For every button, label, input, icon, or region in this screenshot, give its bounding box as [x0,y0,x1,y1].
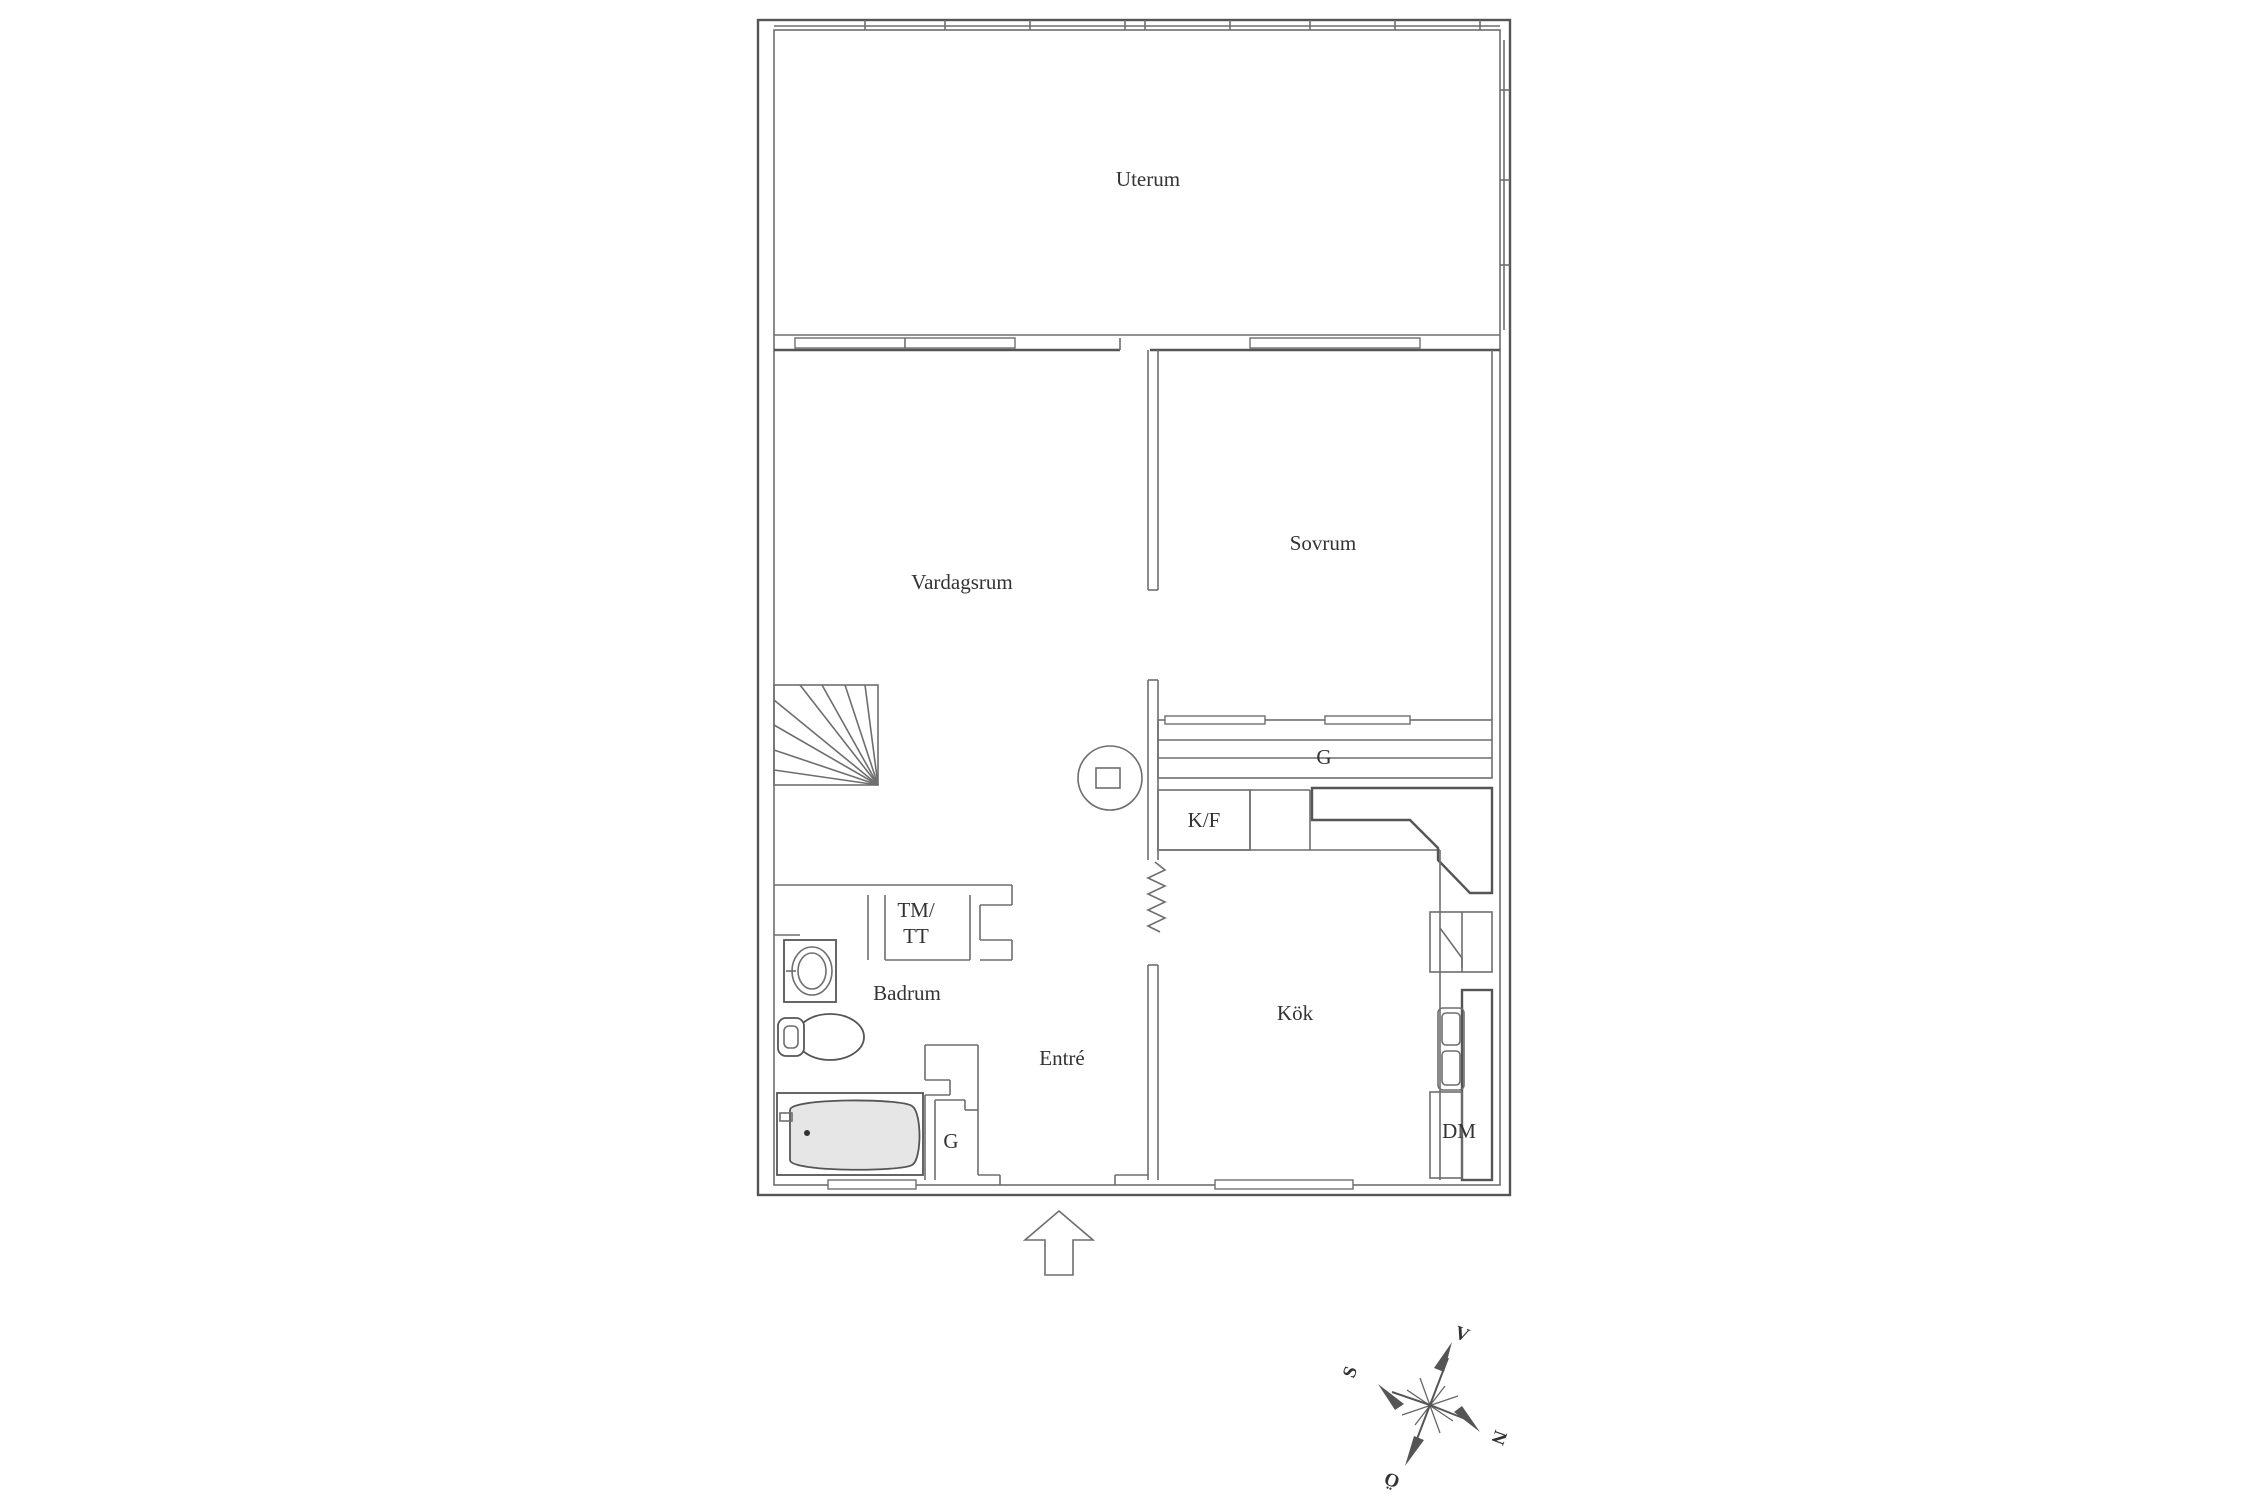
uterum-area [774,20,1510,336]
room-label-badrum: Badrum [873,981,941,1005]
compass-north-label: N [1486,1427,1511,1447]
compass-south-label: S [1339,1364,1362,1381]
kitchen-fixtures [1157,786,1494,1182]
label-tvattmaskin-1: TM/ [897,898,935,922]
label-kyl-frys: K/F [1188,808,1221,832]
label-garderob-sovrum: G [1316,745,1331,769]
stove-icon [1077,745,1143,811]
folding-door [1146,861,1167,933]
room-label-sovrum: Sovrum [1290,531,1357,555]
room-label-uterum: Uterum [1116,167,1180,191]
label-tvattmaskin-2: TT [903,924,929,948]
label-diskmaskin: DM [1442,1119,1476,1143]
room-label-vardagsrum: Vardagsrum [911,570,1012,594]
compass-west-label: V [1452,1322,1472,1347]
room-label-entre: Entré [1039,1046,1084,1070]
middle-wall [774,337,1500,352]
exterior-walls [756,18,1512,1197]
sink-icon [1437,1007,1465,1091]
bathtub-icon [776,1092,924,1176]
compass-east-label: Ö [1382,1467,1403,1492]
label-garderob-entre: G [943,1129,958,1153]
stairs-icon [773,684,879,786]
toilet-icon [777,1013,865,1061]
entrance-arrow-icon [1022,1209,1096,1276]
uterum-windows [774,20,1510,330]
interior-walls [774,350,1493,1190]
bathroom-fixtures [776,939,924,1176]
compass-rose-icon: Ö V S N [1339,1322,1511,1492]
sovrum-wardrobe [1157,715,1493,779]
room-label-kok: Kök [1277,1001,1314,1025]
sink-icon [783,939,837,1003]
